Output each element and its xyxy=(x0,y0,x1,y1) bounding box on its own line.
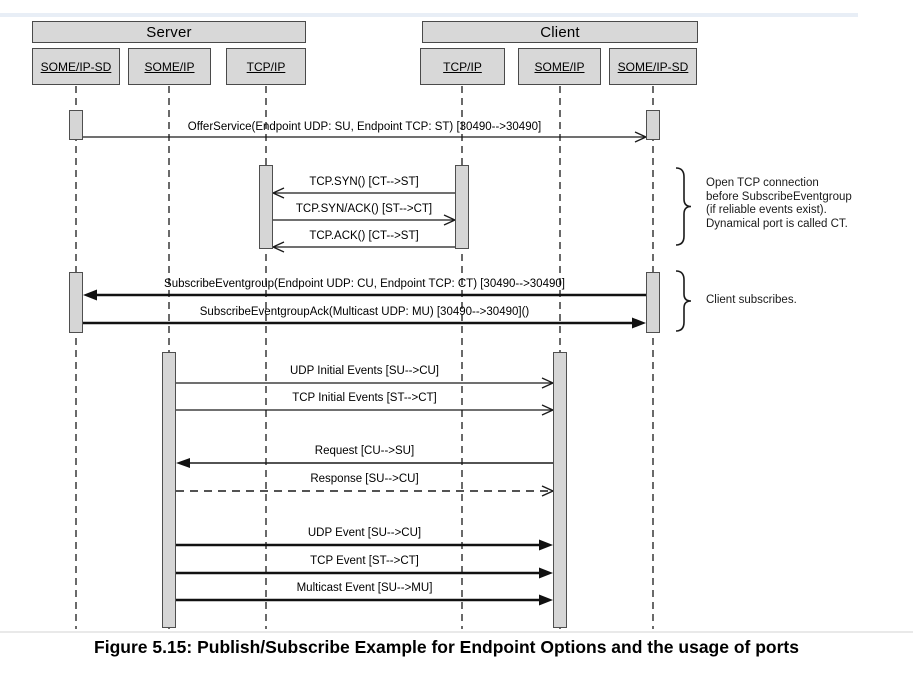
lifeline-server-tcpip: TCP/IP xyxy=(226,48,306,85)
annotation-brace-open-tcp xyxy=(675,167,692,246)
activation-bar-client-tcp xyxy=(455,165,469,249)
annotation-line: Dynamical port is called CT. xyxy=(706,217,848,230)
message-arrow-tcp-event xyxy=(176,567,553,579)
lifeline-server-someip-label: SOME/IP xyxy=(144,59,195,74)
message-label-udp-initial-events: UDP Initial Events [SU-->CU] xyxy=(289,365,439,377)
lifeline-server-tcpip-label: TCP/IP xyxy=(246,59,286,74)
figure-caption: Figure 5.15: Publish/Subscribe Example f… xyxy=(94,637,799,657)
message-label-tcp-syn-ack: TCP.SYN/ACK() [ST-->CT] xyxy=(295,203,433,215)
activation-bar-server-someip xyxy=(162,352,176,628)
message-label-tcp-ack: TCP.ACK() [CT-->ST] xyxy=(309,230,419,242)
page-background-band xyxy=(0,13,858,17)
message-arrow-response xyxy=(176,485,555,497)
lifeline-client-tcpip: TCP/IP xyxy=(420,48,505,85)
message-arrow-tcp-initial-events xyxy=(176,404,555,416)
lifeline-server-someip-sd: SOME/IP-SD xyxy=(32,48,120,85)
annotation-open-tcp-connection: Open TCP connection before SubscribeEven… xyxy=(706,177,906,231)
activation-bar-client-sd-offer xyxy=(646,110,660,140)
message-arrow-offer-service xyxy=(83,131,648,143)
message-arrow-udp-initial-events xyxy=(176,377,555,389)
annotation-line: (if reliable events exist). xyxy=(706,204,827,217)
message-label-udp-event: UDP Event [SU-->CU] xyxy=(307,527,422,539)
annotation-line: before SubscribeEventgroup xyxy=(706,190,852,203)
message-arrow-tcp-syn-ack xyxy=(273,214,457,226)
message-arrow-udp-event xyxy=(176,539,553,551)
message-arrow-request xyxy=(176,458,553,468)
message-arrow-multicast-event xyxy=(176,594,553,606)
message-arrow-subscribe-eventgroup-ack xyxy=(83,317,646,329)
lifeline-client-someip-sd: SOME/IP-SD xyxy=(609,48,697,85)
lifeline-client-tcpip-label: TCP/IP xyxy=(443,59,482,74)
group-header-server-label: Server xyxy=(146,23,192,41)
message-label-tcp-syn: TCP.SYN() [CT-->ST] xyxy=(309,176,419,188)
message-label-tcp-event: TCP Event [ST-->CT] xyxy=(310,555,419,567)
message-label-subscribe-eventgroup: SubscribeEventgroup(Endpoint UDP: CU, En… xyxy=(164,278,565,290)
message-label-tcp-initial-events: TCP Initial Events [ST-->CT] xyxy=(292,392,437,404)
message-label-multicast-event: Multicast Event [SU-->MU] xyxy=(296,582,433,594)
lifeline-client-someip-label: SOME/IP xyxy=(534,59,585,74)
lifeline-client-someip-sd-label: SOME/IP-SD xyxy=(617,59,689,74)
message-arrow-tcp-syn xyxy=(271,187,455,199)
group-header-client-label: Client xyxy=(540,23,580,41)
annotation-line: Client subscribes. xyxy=(706,294,797,306)
lifeline-server-someip: SOME/IP xyxy=(128,48,211,85)
activation-bar-server-tcp xyxy=(259,165,273,249)
group-header-client: Client xyxy=(422,21,698,43)
message-label-request: Request [CU-->SU] xyxy=(314,445,415,457)
message-arrow-tcp-ack xyxy=(271,241,455,253)
activation-bar-server-sd-offer xyxy=(69,110,83,140)
lifeline-client-someip: SOME/IP xyxy=(518,48,601,85)
group-header-server: Server xyxy=(32,21,306,43)
message-label-offer-service: OfferService(Endpoint UDP: SU, Endpoint … xyxy=(187,121,542,133)
message-label-subscribe-eventgroup-ack: SubscribeEventgroupAck(Multicast UDP: MU… xyxy=(199,306,530,318)
activation-bar-server-sd-subscribe xyxy=(69,272,83,333)
annotation-brace-client-subscribes xyxy=(675,270,692,332)
lifeline-server-someip-sd-label: SOME/IP-SD xyxy=(40,59,112,74)
message-label-response: Response [SU-->CU] xyxy=(310,473,419,485)
annotation-line: Open TCP connection xyxy=(706,177,819,189)
activation-bar-client-sd-subscribe xyxy=(646,272,660,333)
activation-bar-client-someip xyxy=(553,352,567,628)
annotation-client-subscribes: Client subscribes. xyxy=(706,294,906,308)
message-arrow-subscribe-eventgroup xyxy=(83,289,646,301)
